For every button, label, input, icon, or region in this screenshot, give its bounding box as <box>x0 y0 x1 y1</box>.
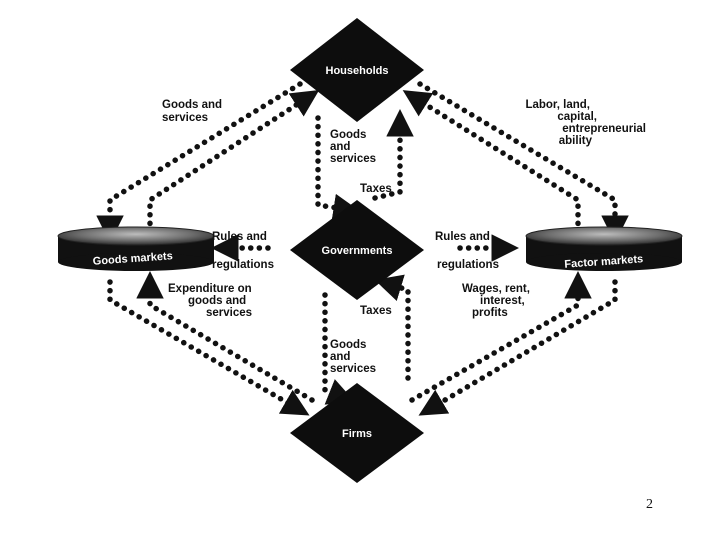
text-line: regulations <box>437 259 499 271</box>
text-line: Goods <box>330 339 366 351</box>
flow-labor-land-capital <box>417 81 629 243</box>
text-line: Wages, rent, <box>462 283 530 295</box>
text-line: profits <box>472 307 508 319</box>
goods-markets-label: Goods markets <box>92 250 173 268</box>
flow-taxes-firms <box>374 274 411 381</box>
text-line: entrepreneurial <box>562 123 646 135</box>
label-wages: Wages, rent, interest, profits <box>462 283 530 319</box>
factor-markets-node: Factor markets <box>525 226 683 271</box>
governments-node: Governments <box>290 200 424 300</box>
label-goods-services-top: Goods and services <box>330 129 376 165</box>
firms-label: Firms <box>342 428 372 440</box>
flow-taxes-households <box>372 109 414 201</box>
page-number: 2 <box>646 497 653 512</box>
text-line: services <box>206 307 252 319</box>
text-line: services <box>330 363 376 375</box>
label-expenditure: Expenditure on goods and services <box>168 283 252 319</box>
goods-markets-node: Goods markets <box>57 226 215 271</box>
text-line: services <box>330 153 376 165</box>
label-labor-land: Labor, land, capital, entrepreneurial ab… <box>525 99 646 147</box>
flow-factor-markets-firms-outer <box>418 279 618 416</box>
flow-wages-rent-interest <box>409 271 592 403</box>
flow-goods-markets-firms-outer <box>107 279 310 416</box>
text-line: interest, <box>480 295 525 307</box>
label-taxes-bottom: Taxes <box>360 305 392 317</box>
flow-income-households <box>402 90 581 235</box>
text-line: Goods and <box>162 99 222 111</box>
text-line: ability <box>559 135 593 147</box>
text-line: Goods <box>330 129 366 141</box>
firms-node: Firms <box>290 383 424 483</box>
text-line: Rules and <box>212 231 267 243</box>
governments-label: Governments <box>322 245 393 257</box>
flow-goods-services-outer <box>96 81 303 243</box>
text-line: goods and <box>188 295 246 307</box>
text-line: Rules and <box>435 231 490 243</box>
text-line: Labor, land, <box>525 99 590 111</box>
text-line: Expenditure on <box>168 283 252 295</box>
label-rules-right: Rules and regulations <box>435 231 499 271</box>
label-goods-services-bottom: Goods and services <box>330 339 376 375</box>
text-line: and <box>330 351 350 363</box>
label-rules-left: Rules and regulations <box>212 231 274 271</box>
label-goods-services-outer: Goods and services <box>162 99 222 124</box>
flow-expenditure-households <box>147 90 320 235</box>
households-label: Households <box>326 65 389 77</box>
text-line: and <box>330 141 350 153</box>
label-taxes-top: Taxes <box>360 183 392 195</box>
flow-goods-services-to-government <box>315 115 361 222</box>
flow-firms-goods-markets <box>136 271 315 403</box>
text-line: capital, <box>557 111 597 123</box>
flow-goods-services-from-firms <box>322 292 356 405</box>
households-node: Households <box>290 18 424 122</box>
factor-markets-label: Factor markets <box>564 253 644 270</box>
text-line: regulations <box>212 259 274 271</box>
text-line: services <box>162 112 208 124</box>
